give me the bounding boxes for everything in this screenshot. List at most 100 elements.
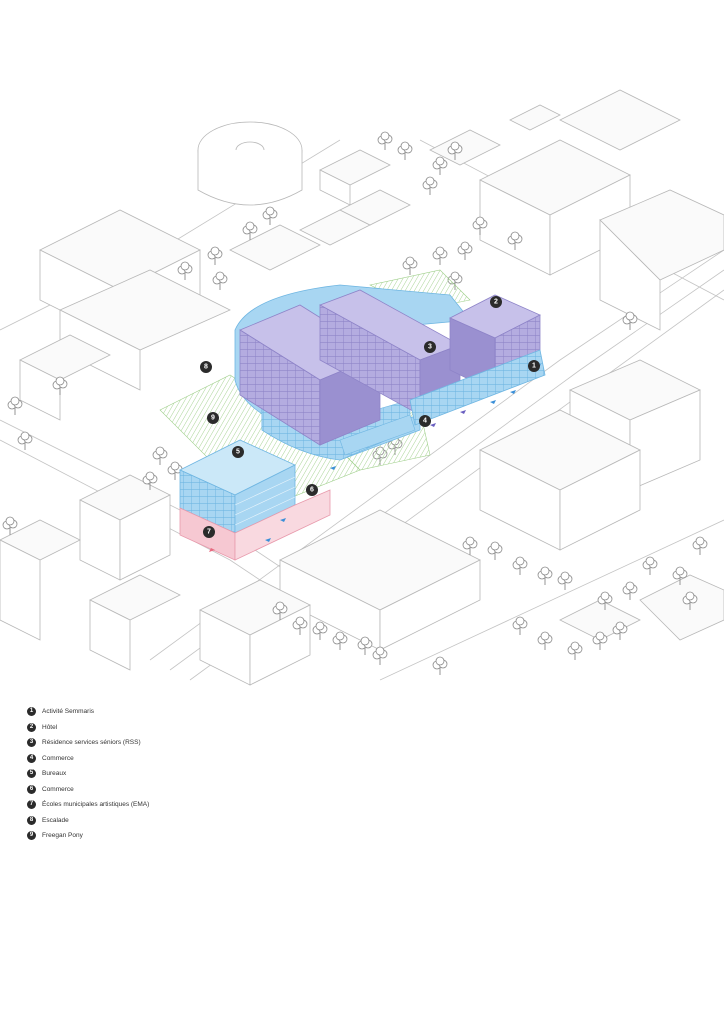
tree-icon xyxy=(402,256,418,275)
tree-icon xyxy=(692,536,708,555)
tree-icon xyxy=(272,601,288,620)
building-semmaris xyxy=(339,349,546,456)
context-trees xyxy=(2,131,708,675)
tree-icon xyxy=(462,536,478,555)
legend-item: 6 Commerce xyxy=(27,782,327,798)
numbered-marker-icon: 4 xyxy=(27,753,36,763)
tree-icon xyxy=(212,271,228,290)
tree-icon xyxy=(597,591,613,610)
access-arrows xyxy=(209,364,541,552)
tree-icon xyxy=(472,216,488,235)
tree-icon xyxy=(422,176,438,195)
legend-label: Résidence services séniors (RSS) xyxy=(42,739,141,747)
tree-icon xyxy=(262,206,278,225)
tree-icon xyxy=(372,646,388,665)
building-rss xyxy=(239,289,461,446)
legend-item: 7 Écoles municipales artistiques (EMA) xyxy=(27,797,327,813)
tree-icon xyxy=(447,141,463,160)
tree-icon xyxy=(432,656,448,675)
legend-item: 3 Résidence services séniors (RSS) xyxy=(27,735,327,751)
tree-icon xyxy=(397,141,413,160)
tree-icon xyxy=(642,556,658,575)
legend-label: Bureaux xyxy=(42,770,67,778)
svg-text:5: 5 xyxy=(236,449,240,456)
numbered-marker-icon: 2 xyxy=(27,722,36,732)
numbered-marker-icon: 7 xyxy=(27,800,36,810)
svg-text:4: 4 xyxy=(423,418,427,425)
axonometric-site-plan: 1 2 3 4 5 6 7 8 9 xyxy=(0,89,724,686)
tree-icon xyxy=(357,636,373,655)
tree-icon xyxy=(622,311,638,330)
legend-label: Commerce xyxy=(42,754,74,762)
numbered-marker-icon: 1 xyxy=(27,707,36,717)
numbered-marker-icon: 2 xyxy=(490,296,502,308)
arrow-icon xyxy=(430,423,436,427)
numbered-marker-icon: 4 xyxy=(419,415,431,427)
numbered-marker-icon: 3 xyxy=(424,341,436,353)
numbered-marker-icon: 6 xyxy=(27,784,36,794)
svg-text:8: 8 xyxy=(204,364,208,371)
numbered-marker-icon: 7 xyxy=(203,526,215,538)
tree-icon xyxy=(292,616,308,635)
svg-text:7: 7 xyxy=(207,529,211,536)
numbered-marker-icon: 9 xyxy=(207,412,219,424)
numbered-marker-icon: 1 xyxy=(528,360,540,372)
tree-icon xyxy=(612,621,628,640)
tree-icon xyxy=(312,621,328,640)
numbered-marker-icon: 5 xyxy=(27,769,36,779)
legend-label: Écoles municipales artistiques (EMA) xyxy=(42,801,150,809)
numbered-marker-icon: 8 xyxy=(200,361,212,373)
tree-icon xyxy=(622,581,638,600)
legend-label: Activité Semmaris xyxy=(42,708,95,716)
tree-icon xyxy=(377,131,393,150)
svg-text:2: 2 xyxy=(494,299,498,306)
tree-icon xyxy=(2,516,18,535)
numbered-marker-icon: 3 xyxy=(27,738,36,748)
tree-icon xyxy=(682,591,698,610)
tree-icon xyxy=(557,571,573,590)
tree-icon xyxy=(7,396,23,415)
svg-text:6: 6 xyxy=(310,487,314,494)
tree-icon xyxy=(512,556,528,575)
tree-icon xyxy=(177,261,193,280)
tree-icon xyxy=(507,231,523,250)
legend-item: 1 Activité Semmaris xyxy=(27,704,327,720)
markers: 1 2 3 4 5 6 7 8 9 xyxy=(200,296,540,538)
tree-icon xyxy=(242,221,258,240)
svg-text:3: 3 xyxy=(428,344,432,351)
numbered-marker-icon: 9 xyxy=(27,831,36,841)
numbered-marker-icon: 6 xyxy=(306,484,318,496)
numbered-marker-icon: 8 xyxy=(27,815,36,825)
legend-item: 4 Commerce xyxy=(27,751,327,767)
tree-icon xyxy=(457,241,473,260)
arrow-icon xyxy=(460,410,466,414)
tree-icon xyxy=(207,246,223,265)
tree-icon xyxy=(672,566,688,585)
tree-icon xyxy=(52,376,68,395)
tree-icon xyxy=(567,641,583,660)
tree-icon xyxy=(432,156,448,175)
legend-label: Freegan Pony xyxy=(42,832,83,840)
arrow-icon xyxy=(510,390,516,394)
tree-icon xyxy=(512,616,528,635)
tree-icon xyxy=(592,631,608,650)
legend-item: 9 Freegan Pony xyxy=(27,828,327,844)
arrow-icon xyxy=(265,538,271,542)
legend-label: Commerce xyxy=(42,785,74,793)
tree-icon xyxy=(537,566,553,585)
legend-item: 5 Bureaux xyxy=(27,766,327,782)
legend-item: 2 Hôtel xyxy=(27,720,327,736)
tree-icon xyxy=(487,541,503,560)
legend-label: Hôtel xyxy=(42,723,58,731)
tree-icon xyxy=(432,246,448,265)
arrow-icon xyxy=(280,518,286,522)
arrow-icon xyxy=(209,548,215,552)
tree-icon xyxy=(332,631,348,650)
svg-text:9: 9 xyxy=(211,415,215,422)
tree-icon xyxy=(537,631,553,650)
numbered-marker-icon: 5 xyxy=(232,446,244,458)
tree-icon xyxy=(17,431,33,450)
svg-text:1: 1 xyxy=(532,363,536,370)
tree-icon xyxy=(152,446,168,465)
